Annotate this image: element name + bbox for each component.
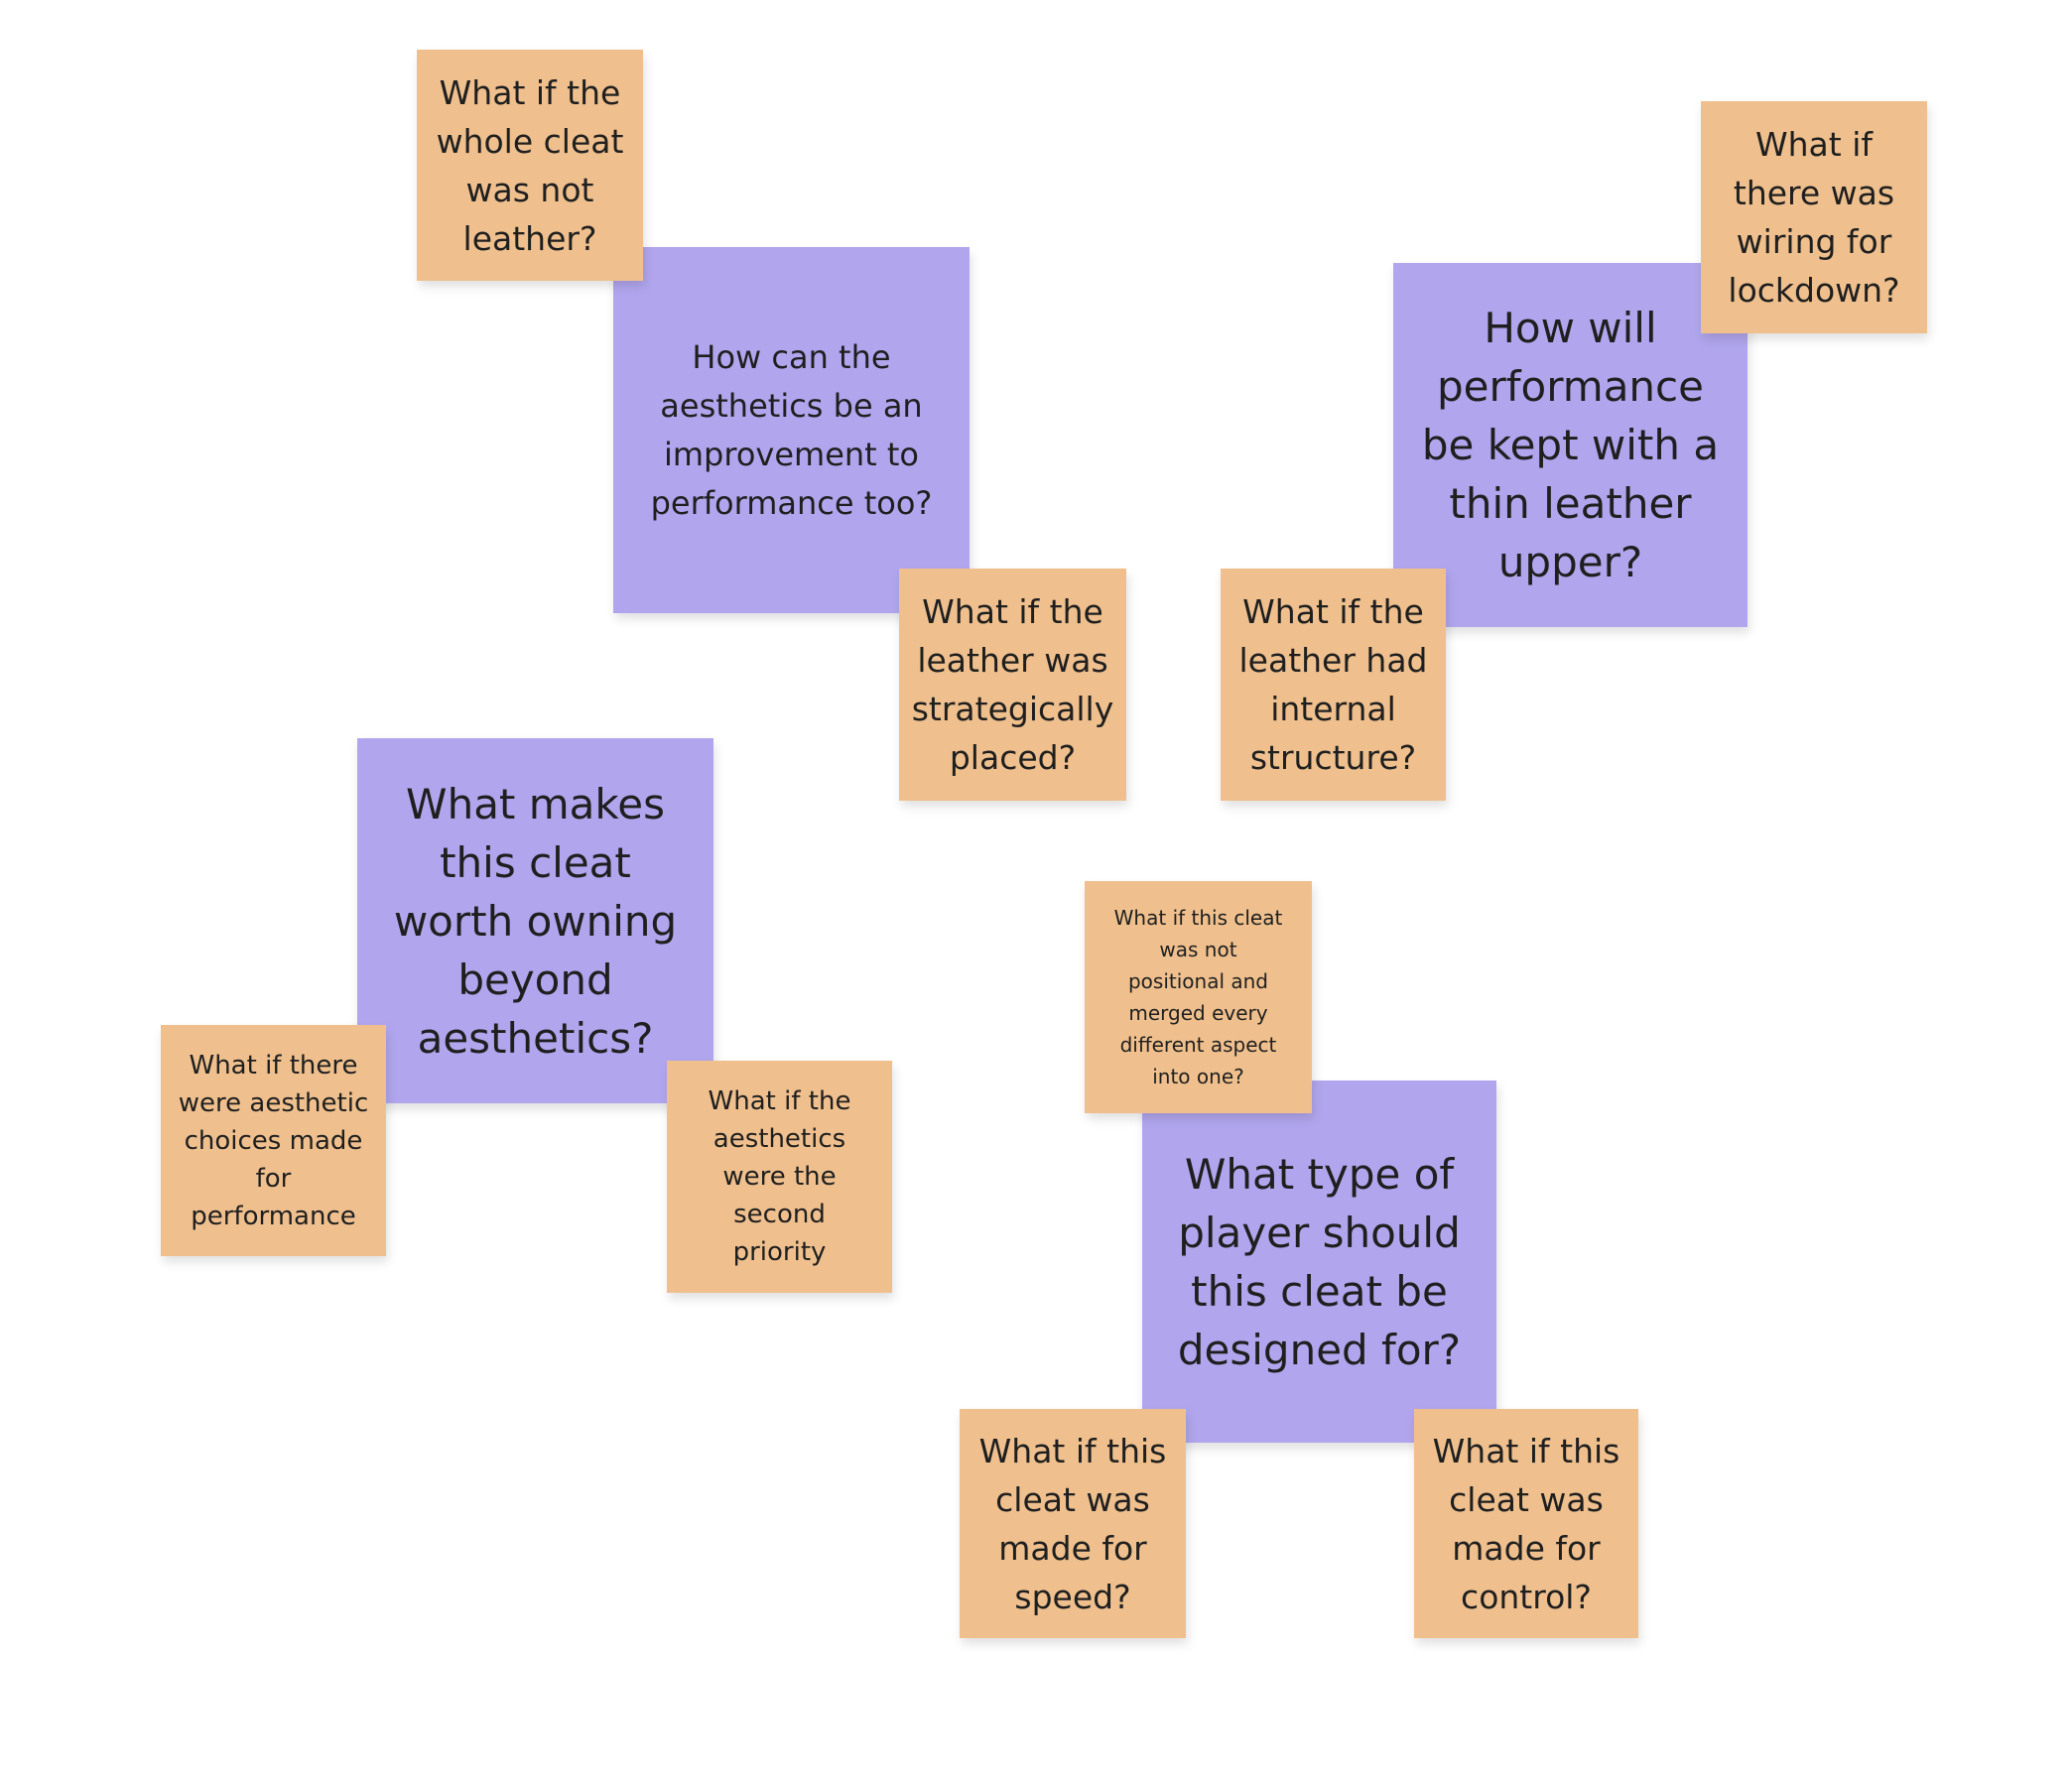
sticky-note-aesthetics-improvement[interactable]: How can the aesthetics be an improvement… xyxy=(613,247,970,613)
sticky-note-whole-cleat-not-leather[interactable]: What if the whole cleat was not leather? xyxy=(417,50,643,281)
sticky-note-wiring-lockdown[interactable]: What if there was wiring for lockdown? xyxy=(1701,101,1927,333)
sticky-note-leather-strategically-placed[interactable]: What if the leather was strategically pl… xyxy=(899,569,1126,801)
sticky-note-not-positional[interactable]: What if this cleat was not positional an… xyxy=(1085,881,1312,1113)
sticky-note-aesthetic-choices-performance[interactable]: What if there were aesthetic choices mad… xyxy=(161,1025,386,1256)
sticky-note-player-type[interactable]: What type of player should this cleat be… xyxy=(1142,1081,1496,1443)
sticky-note-aesthetics-second-priority[interactable]: What if the aesthetics were the second p… xyxy=(667,1061,892,1293)
sticky-note-worth-owning[interactable]: What makes this cleat worth owning beyon… xyxy=(357,738,713,1103)
sticky-note-made-for-speed[interactable]: What if this cleat was made for speed? xyxy=(960,1409,1186,1638)
sticky-note-internal-structure[interactable]: What if the leather had internal structu… xyxy=(1221,569,1446,801)
sticky-note-performance-thin-leather[interactable]: How will performance be kept with a thin… xyxy=(1393,263,1748,627)
sticky-note-made-for-control[interactable]: What if this cleat was made for control? xyxy=(1414,1409,1638,1638)
